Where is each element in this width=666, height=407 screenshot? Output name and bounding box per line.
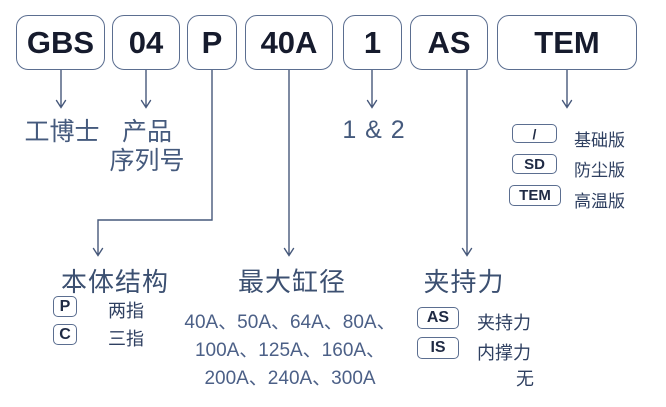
connector-arrow-version (561, 69, 573, 109)
model-segment-version: TEM (497, 15, 637, 70)
option-label-two-finger: 两指 (108, 301, 144, 321)
variant-label: 1 & 2 (342, 116, 406, 144)
option-label-inner-support: 内撑力 (477, 343, 531, 363)
option-code-box-p: P (53, 296, 77, 317)
connector-arrow-variant (366, 69, 378, 109)
option-label-three-finger: 三指 (108, 329, 144, 349)
brand-label: 工博士 (24, 118, 100, 146)
series-label: 产品 序列号 (105, 118, 189, 176)
option-code-box-c: C (53, 324, 77, 345)
max-bore-title: 最大缸径 (237, 267, 346, 297)
connector-arrow-max-bore (283, 69, 295, 257)
series-label-line2: 序列号 (109, 147, 185, 175)
option-code-box-is: IS (417, 337, 459, 359)
model-segment-gbs: GBS (16, 15, 105, 70)
max-bore-list: 40A、50A、64A、80A、 100A、125A、160A、 200A、24… (182, 309, 398, 393)
max-bore-line-1: 40A、50A、64A、80A、 (184, 312, 396, 333)
model-segment-body: P (187, 15, 237, 70)
option-label-none: 无 (516, 369, 534, 389)
model-segment-series: 04 (112, 15, 180, 70)
connector-arrow-serial (140, 69, 152, 109)
grip-force-title: 夹持力 (423, 267, 505, 297)
connector-arrow-grip-force (461, 69, 473, 257)
connector-arrow-gbs (55, 69, 67, 109)
model-segment-variant: 1 (343, 15, 402, 70)
option-code-box-as: AS (417, 307, 459, 329)
option-label-high-temp-version: 高温版 (574, 192, 625, 211)
body-structure-title: 本体结构 (60, 267, 169, 297)
option-code-box-sd: SD (512, 154, 557, 174)
option-code-box-tem: TEM (509, 185, 561, 206)
series-label-line1: 产品 (121, 118, 172, 146)
option-code-box-basic: / (512, 124, 557, 143)
connector-arrow-body-structure (92, 69, 213, 257)
model-segment-bore: 40A (245, 15, 333, 70)
max-bore-line-3: 200A、240A、300A (204, 368, 376, 389)
option-label-grip-force: 夹持力 (477, 313, 531, 333)
option-label-basic-version: 基础版 (574, 131, 625, 150)
max-bore-line-2: 100A、125A、160A、 (194, 340, 386, 361)
option-label-dustproof-version: 防尘版 (574, 161, 625, 180)
model-segment-force: AS (410, 15, 488, 70)
